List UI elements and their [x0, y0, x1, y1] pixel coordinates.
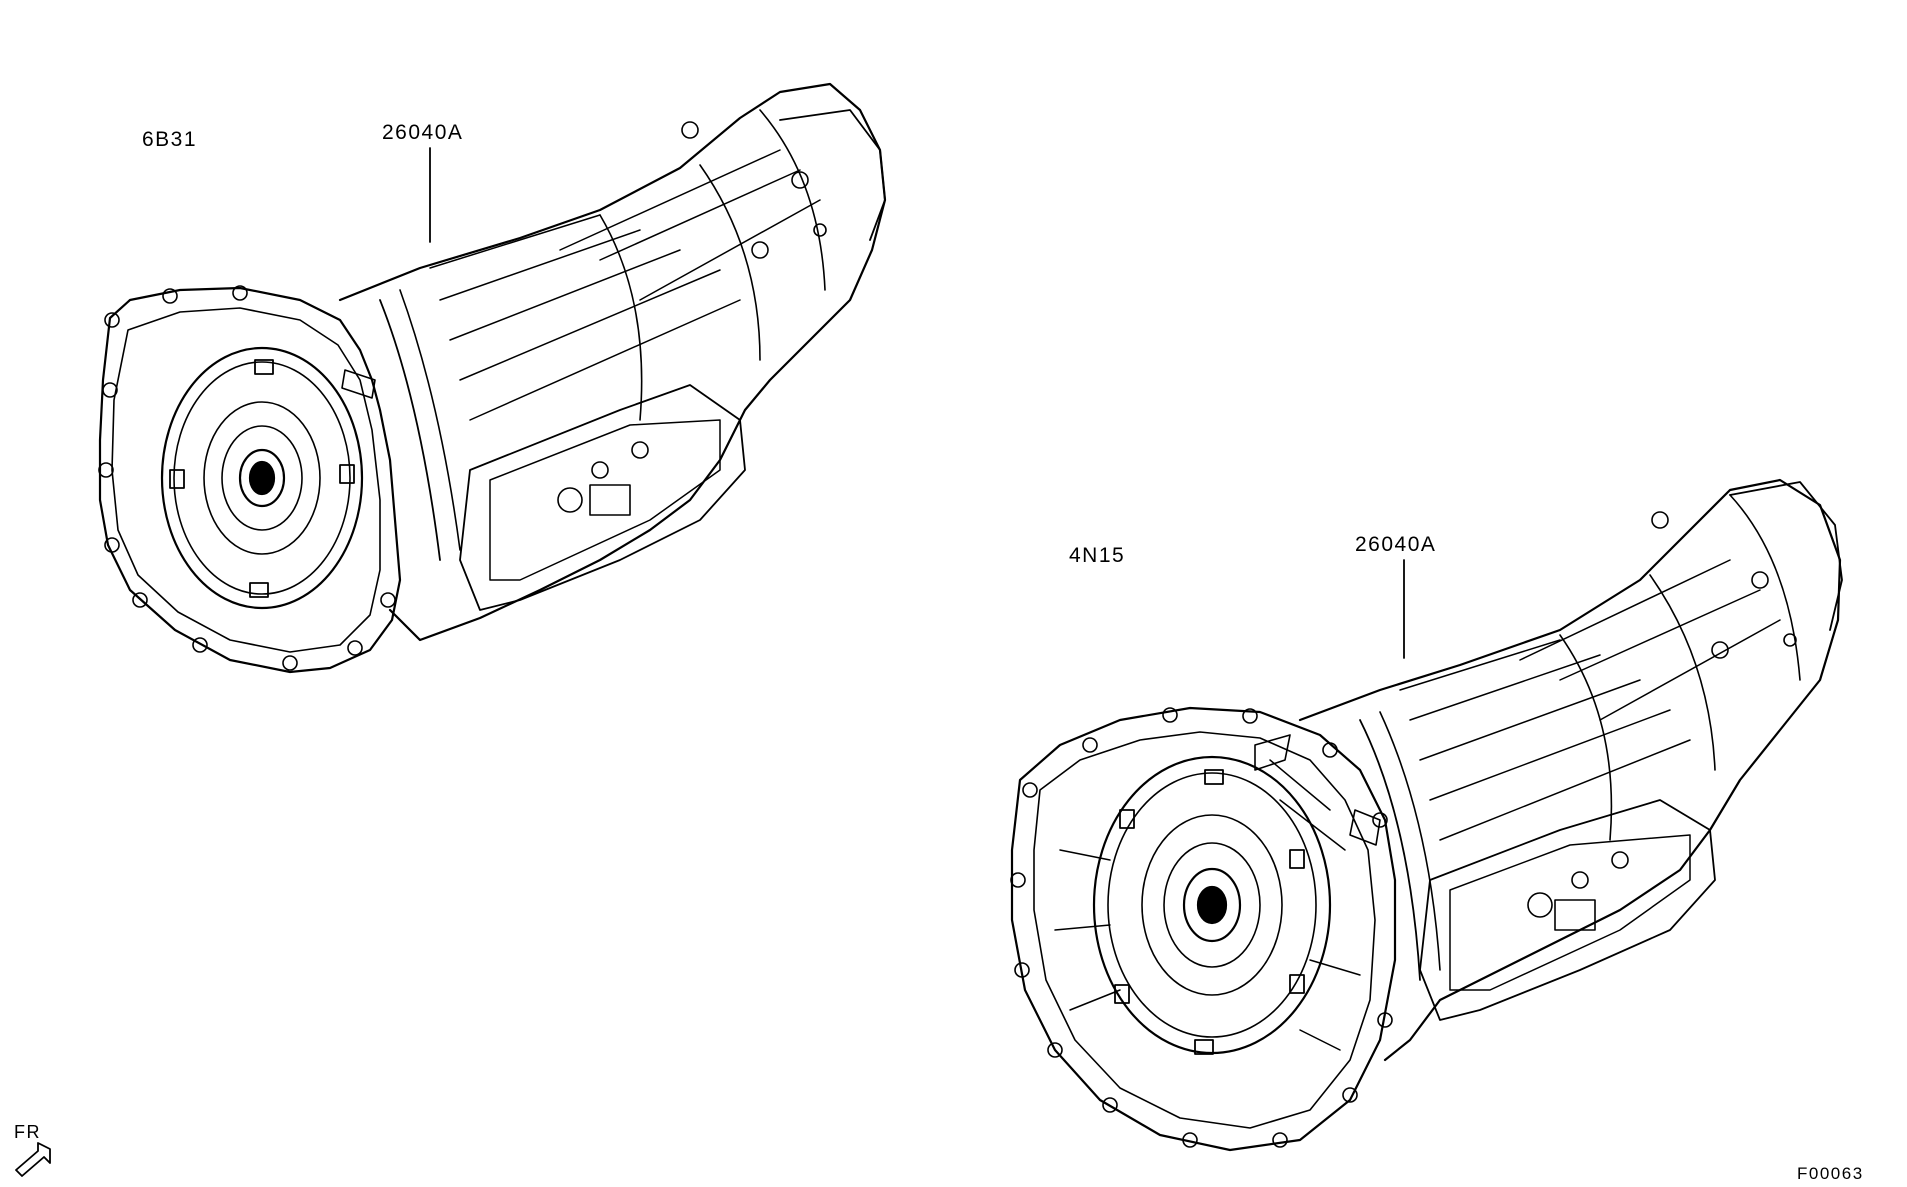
bell-housing-flange-bottom	[1010, 706, 1397, 1152]
part-label-26040a-bottom: 26040A	[1355, 533, 1437, 556]
engine-label-4n15: 4N15	[1069, 544, 1126, 567]
transmission-6b31	[98, 82, 887, 674]
front-direction-label: FR	[14, 1122, 41, 1142]
oil-pan-bottom	[1419, 799, 1716, 1021]
part-label-26040a-top: 26040A	[382, 121, 464, 144]
torque-converter-top	[160, 346, 364, 610]
oil-pan-top	[459, 384, 746, 611]
main-case-top	[338, 82, 887, 642]
figure-id: F00063	[1797, 1164, 1864, 1183]
front-direction-arrow-icon	[15, 1142, 51, 1177]
torque-converter-bottom	[1092, 755, 1332, 1055]
bell-housing-flange-top	[98, 286, 402, 674]
main-case-bottom	[1298, 478, 1842, 1062]
transmission-4n15	[1010, 478, 1843, 1152]
engine-label-6b31: 6B31	[142, 128, 198, 151]
